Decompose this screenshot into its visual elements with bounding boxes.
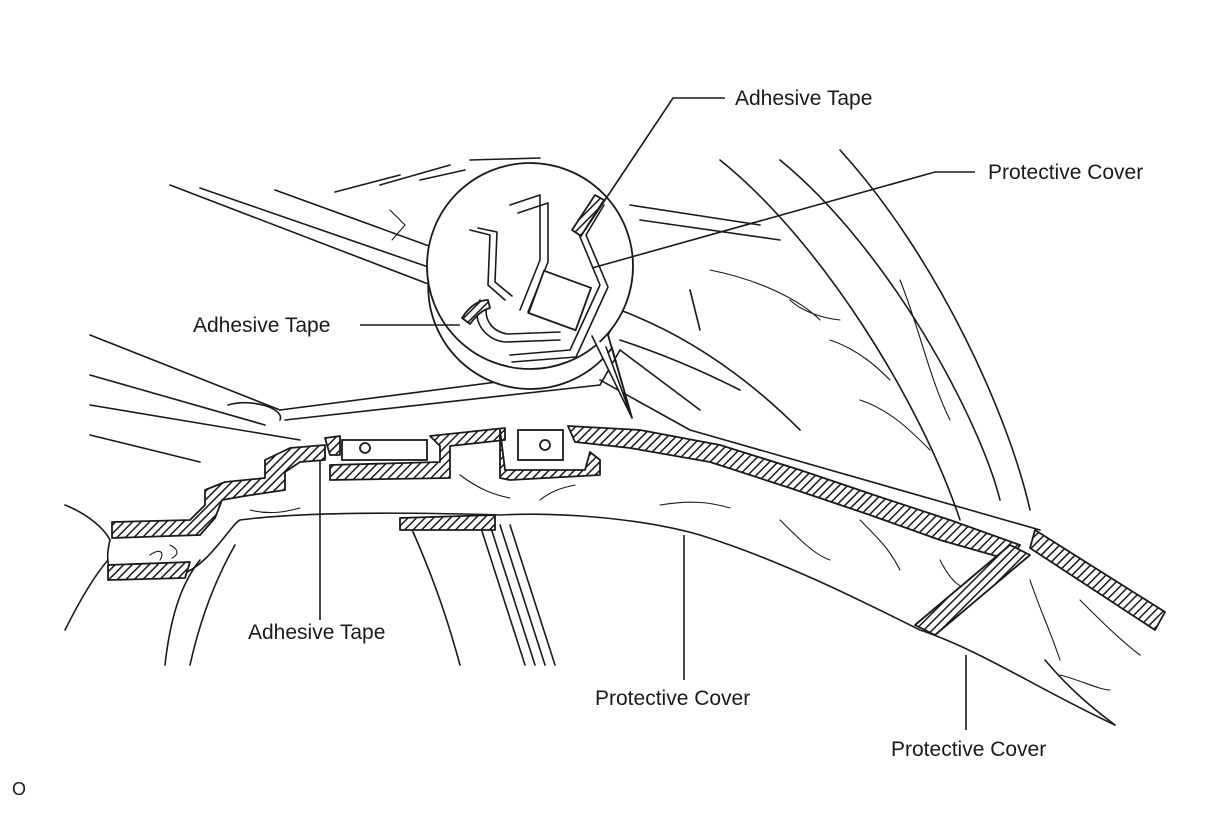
leader-protective-cover-top: [591, 171, 975, 269]
protective-cover-body: [106, 474, 1141, 726]
clip-bolt: [359, 442, 371, 454]
vehicle-body-lines: [89, 149, 1041, 531]
clip-bolt: [539, 439, 551, 451]
clip-block: [517, 429, 564, 461]
leader-adhesive-tape-top: [584, 97, 725, 231]
label-protective-cover-bottom-center: Protective Cover: [595, 687, 751, 710]
label-adhesive-tape-left: Adhesive Tape: [193, 314, 331, 337]
connector-block: [341, 439, 428, 461]
label-protective-cover-bottom-right: Protective Cover: [891, 738, 1047, 761]
hatched-protective-cover-sections: [107, 425, 1166, 636]
label-adhesive-tape-top: Adhesive Tape: [735, 87, 873, 110]
protective-cover-square: [527, 269, 593, 332]
lower-body-lines: [64, 504, 1116, 726]
label-adhesive-tape-bottom: Adhesive Tape: [248, 621, 386, 644]
label-protective-cover-top: Protective Cover: [988, 161, 1144, 184]
leader-lines: [319, 97, 975, 730]
magnified-detail-callout: [426, 162, 634, 419]
corner-mark: O: [12, 779, 27, 799]
